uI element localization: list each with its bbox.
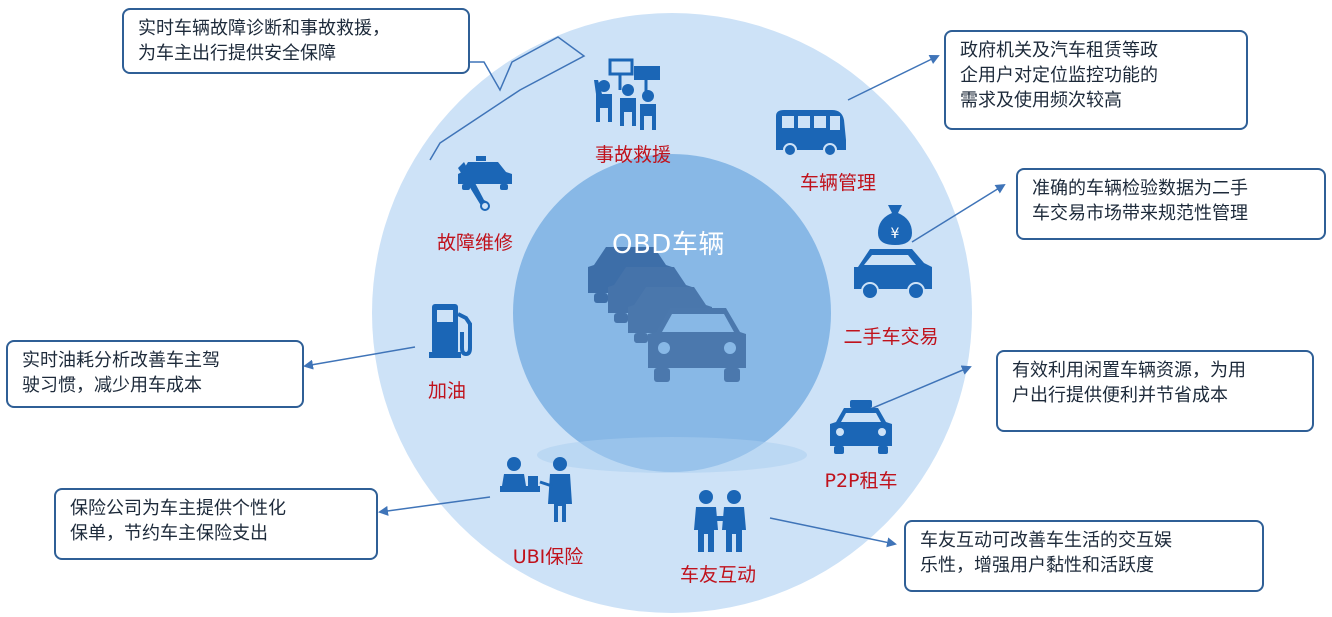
- svg-text:¥: ¥: [891, 226, 900, 242]
- callout-line: 为车主出行提供安全保障: [138, 43, 336, 64]
- label-ubi: UBI保险: [512, 546, 584, 568]
- handshake-people-icon: [694, 490, 746, 552]
- ubi-arrow: [378, 496, 491, 516]
- callout-line: 企用户对定位监控功能的: [960, 65, 1158, 86]
- callout-line: 驶习惯，减少用车成本: [22, 375, 202, 396]
- callout-line: 实时油耗分析改善车主驾: [22, 350, 220, 371]
- callout-line: 车交易市场带来规范性管理: [1032, 203, 1248, 224]
- callout-p2p: 有效利用闲置车辆资源，为用 户出行提供便利并节省成本: [996, 350, 1314, 432]
- accident-connector: [429, 36, 586, 161]
- label-fuel: 加油: [427, 380, 467, 402]
- used-arrow: [911, 183, 1006, 243]
- center-title: OBD车辆: [612, 230, 725, 260]
- callout-line: 需求及使用频次较高: [960, 90, 1122, 111]
- protest-crowd-icon: [594, 58, 660, 130]
- fuel-arrow: [303, 346, 416, 370]
- callout-line: 保单，节约车主保险支出: [70, 523, 268, 544]
- wrench-taxi-icon: [458, 156, 512, 211]
- callout-line: 有效利用闲置车辆资源，为用: [1012, 360, 1246, 381]
- counter-service-icon: [500, 457, 572, 522]
- callout-accident: 实时车辆故障诊断和事故救援， 为车主出行提供安全保障: [122, 8, 470, 74]
- callout-social: 车友互动可改善车生活的交互娱 乐性，增强用户黏性和活跃度: [904, 520, 1264, 592]
- callout-line: 户出行提供便利并节省成本: [1012, 385, 1228, 406]
- money-bag-car-icon: ¥: [854, 205, 932, 300]
- label-used: 二手车交易: [843, 326, 939, 348]
- callout-used: 准确的车辆检验数据为二手 车交易市场带来规范性管理: [1016, 168, 1326, 240]
- label-repair: 故障维修: [436, 232, 514, 254]
- bus-icon: [776, 110, 846, 157]
- car-fleet-icon: [588, 247, 746, 382]
- callout-fuel: 实时油耗分析改善车主驾 驶习惯，减少用车成本: [6, 340, 304, 408]
- callout-line: 政府机关及汽车租赁等政: [960, 40, 1158, 61]
- callout-line: 乐性，增强用户黏性和活跃度: [920, 555, 1154, 576]
- callout-ubi: 保险公司为车主提供个性化 保单，节约车主保险支出: [54, 488, 378, 560]
- fuel-pump-icon: [429, 304, 472, 358]
- label-social: 车友互动: [679, 564, 757, 586]
- inner-shadow: [537, 437, 807, 473]
- label-manage: 车辆管理: [799, 172, 877, 194]
- callout-line: 实时车辆故障诊断和事故救援，: [138, 18, 390, 39]
- callout-line: 保险公司为车主提供个性化: [70, 498, 286, 519]
- manage-arrow: [847, 55, 940, 101]
- label-accident: 事故救援: [594, 144, 672, 166]
- callout-line: 准确的车辆检验数据为二手: [1032, 178, 1248, 199]
- social-arrow: [769, 517, 897, 548]
- label-p2p: P2P租车: [824, 470, 898, 492]
- p2p-arrow: [867, 365, 972, 411]
- callout-line: 车友互动可改善车生活的交互娱: [920, 530, 1172, 551]
- callout-manage: 政府机关及汽车租赁等政 企用户对定位监控功能的 需求及使用频次较高: [944, 30, 1248, 130]
- taxi-icon: [830, 400, 892, 454]
